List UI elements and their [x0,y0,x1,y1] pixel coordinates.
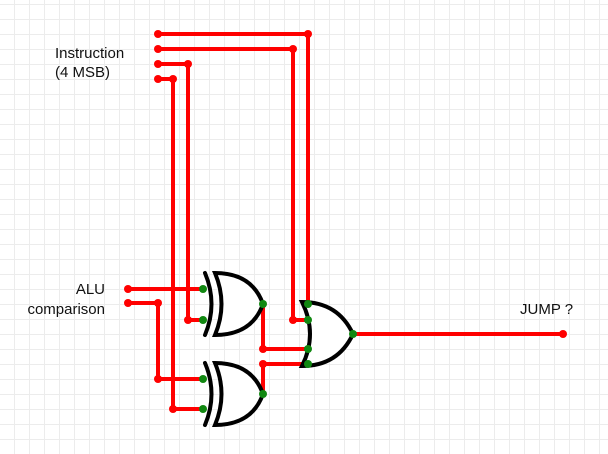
alu-sublabel: comparison [27,301,105,318]
instruction-label: Instruction [55,45,125,62]
wire-instr-bit1 [156,62,205,322]
or-gate[interactable] [298,299,356,369]
pin [259,300,267,308]
wire-endpoint [559,330,567,338]
pin [199,316,207,324]
pin [349,330,357,338]
wire-joint [169,405,177,413]
wire-endpoint [154,75,162,83]
wire-instr-bit0 [156,77,205,411]
wire-joint [184,316,192,324]
pin [199,285,207,293]
pin [259,390,267,398]
output-label: JUMP ? [520,301,574,318]
wire-instr-bit2 [156,47,310,322]
pin [304,360,312,368]
xor-gate-1[interactable] [203,270,266,338]
pin [199,375,207,383]
wire-joint [259,345,267,353]
xor-gate-2[interactable] [203,360,266,428]
wire-joint [289,45,297,53]
wire-endpoint [154,60,162,68]
wire-instr-bit3 [156,32,310,306]
wire-joint [154,375,162,383]
pin [304,316,312,324]
wire-joint [184,60,192,68]
pin [304,345,312,353]
wire-alu-b [126,301,205,381]
wire-endpoint [154,45,162,53]
wire-joint [304,30,312,38]
wire-joint [154,299,162,307]
wire-xor2-out [261,362,310,396]
wire-endpoint [124,299,132,307]
wire-joint [169,75,177,83]
wire-joint [259,360,267,368]
wire-joint [289,316,297,324]
instruction-sublabel: (4 MSB) [55,64,111,81]
wire-endpoint [124,285,132,293]
pin [199,405,207,413]
pin [304,300,312,308]
wire-endpoint [154,30,162,38]
alu-label: ALU [75,281,105,298]
wire-xor1-out [261,302,310,351]
